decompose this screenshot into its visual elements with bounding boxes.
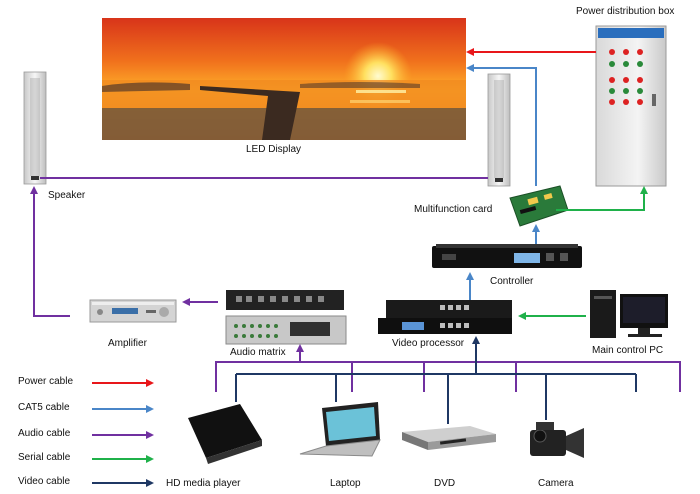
audio-arrowhead-matrix	[296, 344, 304, 352]
legend-item-serial: Serial cable	[18, 452, 154, 466]
speaker-left	[23, 71, 47, 185]
multifunction-card-label: Multifunction card	[414, 204, 493, 215]
dvd-label: DVD	[434, 478, 456, 489]
speaker-right	[487, 73, 511, 187]
legend-arrow-audio	[92, 431, 154, 439]
hd-player-label: HD media player	[166, 478, 241, 489]
legend-item-cat5: CAT5 cable	[18, 402, 154, 416]
power-arrowhead-display	[466, 48, 474, 56]
led-display-label: LED Display	[246, 144, 302, 155]
legend-label-video: Video cable	[18, 476, 71, 487]
hd-media-player	[188, 404, 262, 464]
audio-cables	[33, 177, 681, 392]
speaker-label: Speaker	[48, 190, 86, 201]
cat5-arrowhead-card	[532, 224, 540, 232]
serial-cables	[522, 190, 645, 317]
legend-item-power: Power cable	[18, 376, 154, 390]
controller-label: Controller	[490, 276, 534, 287]
legend-arrow-serial	[92, 455, 154, 463]
laptop-label: Laptop	[330, 478, 361, 489]
multifunction-card	[509, 185, 569, 227]
audio-matrix-label: Audio matrix	[230, 347, 286, 358]
serial-arrowhead-power	[640, 186, 648, 194]
video-cables	[235, 340, 637, 424]
power-distribution-box	[595, 25, 667, 187]
audio-matrix-device	[225, 290, 347, 345]
cat5-arrowhead-display	[466, 64, 474, 72]
legend-label-cat5: CAT5 cable	[18, 402, 70, 413]
audio-arrowhead-speaker	[30, 186, 38, 194]
legend-arrow-video	[92, 479, 154, 487]
legend-arrow-cat5	[92, 405, 154, 413]
video-processor-device	[378, 300, 512, 334]
legend-item-video: Video cable	[18, 476, 154, 490]
controller-device	[432, 244, 582, 268]
main-control-pc	[590, 290, 668, 338]
legend-label-serial: Serial cable	[18, 452, 71, 463]
cat5-arrowhead-controller	[466, 272, 474, 280]
amplifier-label: Amplifier	[108, 338, 147, 349]
legend-item-audio: Audio cable	[18, 428, 154, 442]
audio-arrowhead-amplifier	[182, 298, 190, 306]
amplifier-device	[89, 299, 177, 323]
serial-arrowhead-processor	[518, 312, 526, 320]
camera-label: Camera	[538, 478, 574, 489]
legend-arrow-power	[92, 379, 154, 387]
laptop-device	[299, 402, 381, 457]
video-processor-label: Video processor	[392, 338, 465, 349]
legend-label-power: Power cable	[18, 376, 74, 387]
legend-label-audio: Audio cable	[18, 428, 71, 439]
led-display-screen	[102, 18, 466, 140]
dvd-player	[402, 426, 496, 450]
main-pc-label: Main control PC	[592, 345, 664, 356]
power-box-label: Power distribution box	[576, 6, 675, 17]
camera-device	[530, 422, 584, 458]
video-arrowhead-processor	[472, 336, 480, 344]
